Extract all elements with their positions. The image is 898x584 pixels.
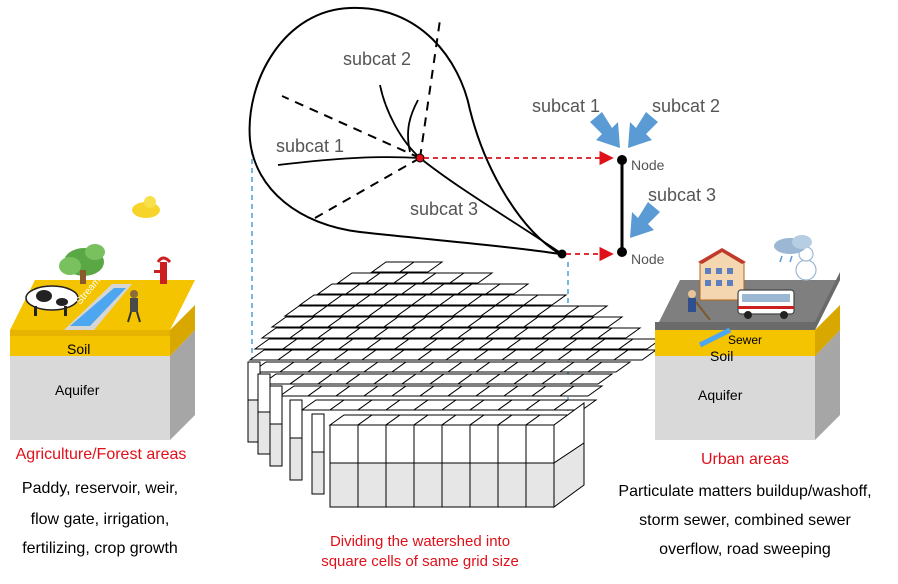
label-subcat2: subcat 2	[343, 49, 412, 69]
divide-line-2	[419, 19, 441, 159]
cow-icon	[25, 285, 79, 311]
left-soil-label: Soil	[67, 341, 91, 357]
grid-side-upper	[289, 399, 303, 439]
right-line-3: overflow, road sweeping	[659, 541, 831, 558]
left-aquifer-label: Aquifer	[55, 382, 100, 398]
inflow-arrows	[590, 112, 660, 238]
grid-side-lower	[269, 423, 283, 467]
label-subcat3: subcat 3	[410, 199, 479, 219]
grid-cell-front-upper	[329, 424, 359, 464]
grid-side-lower	[289, 437, 303, 481]
grid-cell-front-upper	[385, 424, 415, 464]
grid-cell	[578, 316, 624, 328]
network-label-subcat3: subcat 3	[648, 185, 717, 205]
grid-cell-front-upper	[441, 424, 471, 464]
outlet-point-2	[557, 249, 567, 259]
grid-cell	[448, 272, 494, 284]
grid-cell-front-upper	[469, 424, 499, 464]
label-subcat1: subcat 1	[276, 136, 345, 156]
snowman-icon	[795, 259, 817, 281]
urban-block	[655, 235, 840, 440]
agriculture-block	[10, 196, 195, 440]
grid-caption-line-1: Dividing the watershed into	[329, 533, 511, 550]
grid-side-upper	[269, 385, 283, 425]
grid-cell-front-lower	[525, 462, 555, 508]
grid-side-lower	[311, 451, 325, 495]
urban-soil-layer	[655, 330, 815, 356]
network-label-subcat2: subcat 2	[652, 96, 721, 116]
stream-branch-1	[379, 84, 421, 159]
watershed-boundary	[248, 6, 561, 255]
grid-cell-front-lower	[497, 462, 527, 508]
grid-cell	[558, 385, 604, 397]
right-aquifer-label: Aquifer	[698, 387, 743, 403]
stream-branch-3	[277, 156, 421, 166]
grid-cell-front-lower	[469, 462, 499, 508]
grid-cell	[568, 373, 614, 385]
farmer-icon	[130, 290, 138, 298]
grid-cell	[596, 327, 642, 339]
grid-cell-front-lower	[413, 462, 443, 508]
right-soil-label: Soil	[710, 348, 734, 364]
inflow-arrow-subcat2	[628, 112, 658, 148]
watershed-outline	[248, 6, 567, 259]
stream-branch-2	[407, 99, 419, 153]
left-title: Agriculture/Forest areas	[15, 446, 187, 463]
right-line-1: Particulate matters buildup/washoff,	[618, 483, 872, 500]
grid-cell	[563, 305, 609, 317]
water-pump-icon	[160, 262, 167, 284]
grid-cell-front-upper	[413, 424, 443, 464]
inflow-arrow-subcat1	[590, 112, 620, 148]
grid-side-upper	[311, 413, 325, 453]
grid-right-lower	[553, 442, 585, 508]
network-label-subcat1: subcat 1	[532, 96, 601, 116]
grid-cell	[586, 361, 632, 373]
grid-cell	[552, 399, 598, 411]
divide-line-3	[314, 157, 421, 219]
aquifer-layer	[10, 330, 195, 440]
grid-cell-front-lower	[329, 462, 359, 508]
grid-cell-front-lower	[385, 462, 415, 508]
left-line-2: flow gate, irrigation,	[30, 511, 170, 528]
sweeper-icon	[688, 290, 696, 298]
grid-side-upper	[257, 373, 271, 413]
grid-cell-front-upper	[525, 424, 555, 464]
grid-cell-front-lower	[357, 462, 387, 508]
left-line-3: fertilizing, crop growth	[22, 540, 178, 557]
outlet-point-1	[415, 153, 425, 163]
right-title: Urban areas	[700, 451, 790, 468]
right-line-2: storm sewer, combined sewer	[639, 512, 851, 529]
node-label-top: Node	[631, 157, 665, 173]
main-channel	[419, 157, 563, 255]
sewer-label: Sewer	[728, 333, 763, 347]
cell-grid	[247, 261, 663, 508]
grid-cell-front-upper	[497, 424, 527, 464]
sewer-pipe	[698, 327, 732, 348]
grid-side-lower	[257, 411, 271, 455]
node-point-top	[617, 155, 627, 165]
inflow-arrow-subcat3	[630, 202, 660, 238]
grid-cell-front-lower	[441, 462, 471, 508]
urban-aquifer-layer	[655, 330, 840, 440]
node-label-bottom: Node	[631, 251, 665, 267]
grid-cell	[522, 294, 568, 306]
grid-cell-front-upper	[357, 424, 387, 464]
grid-caption-line-2: square cells of same grid size	[321, 553, 519, 570]
grid-cell	[484, 283, 530, 295]
grid-cell	[398, 261, 444, 273]
left-line-1: Paddy, reservoir, weir,	[21, 480, 179, 497]
node-point-bottom	[617, 247, 627, 257]
